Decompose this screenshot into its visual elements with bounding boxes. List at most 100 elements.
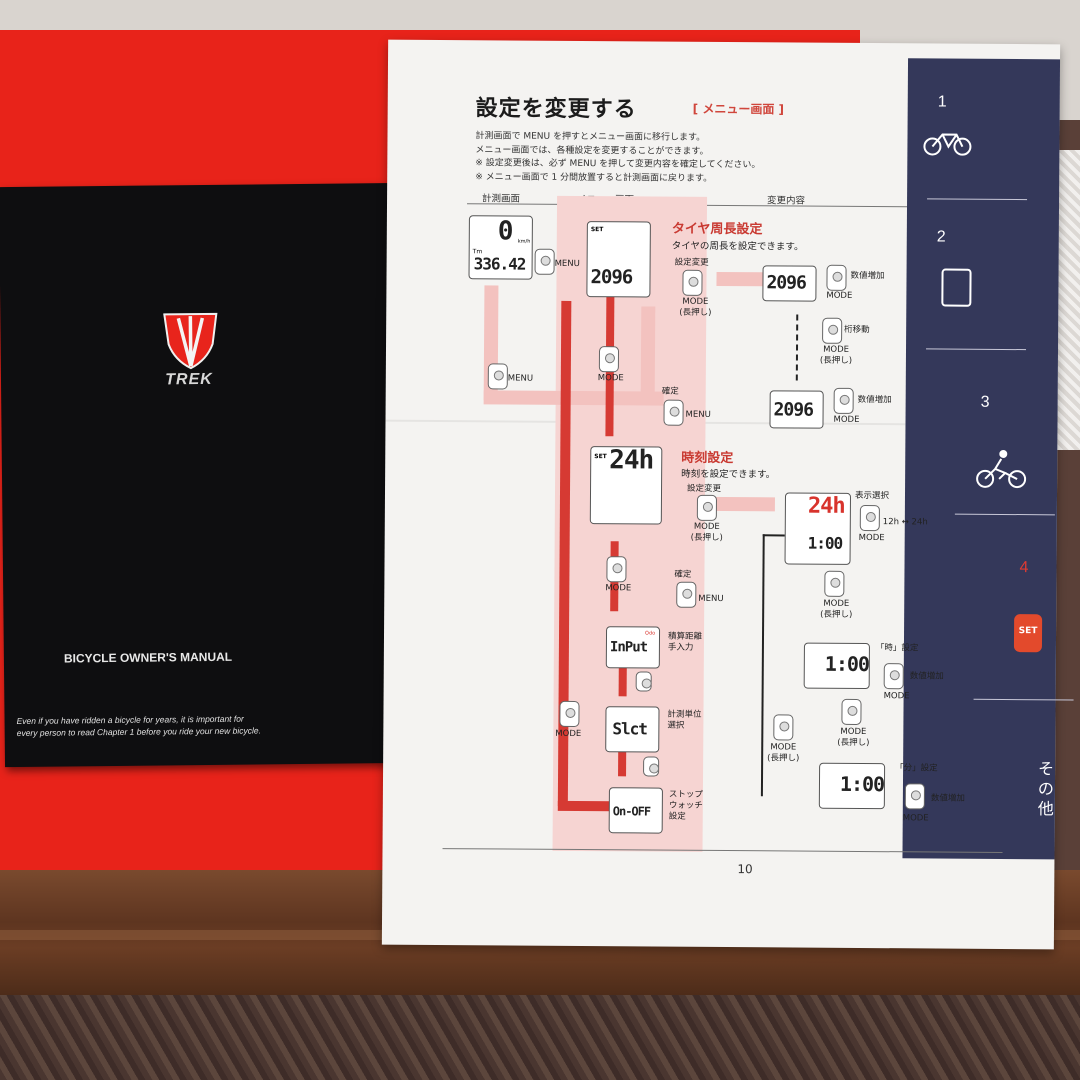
clock-change-label: 設定変更 (687, 483, 722, 495)
odo-lcd: Odo InPut (605, 626, 661, 669)
manual-title: BICYCLE OWNER'S MANUAL (63, 649, 233, 666)
tab-number-4: 4 (1019, 559, 1029, 577)
tire-change-label: 設定変更 (674, 257, 709, 268)
brown-fabric (0, 995, 1080, 1080)
tire-edit-value: 2096 (766, 272, 806, 294)
mode-button-icon (904, 783, 925, 810)
display-select-label: 表示選択 (854, 490, 890, 502)
format-toggle-label: 12h ↔ 24h (882, 517, 928, 528)
clock-section-desc: 時刻を設定できます。 (681, 468, 776, 481)
owners-manual-booklet: TREK BICYCLE OWNER'S MANUAL Even if you … (0, 182, 414, 768)
minute-value: 1:00 (839, 771, 885, 797)
return-flow-bottom (483, 390, 664, 406)
tab-divider (973, 698, 1074, 701)
unit-lcd: Slct (605, 706, 660, 753)
increase-label: 数値増加 (850, 270, 885, 282)
mode-button-icon (682, 269, 703, 296)
speed-unit: km/h (517, 238, 531, 245)
menu-button-icon (676, 581, 697, 608)
unit-label: 計測単位 選択 (667, 709, 702, 731)
increase-label: 数値増加 (857, 394, 892, 406)
confirm-label: 確定 (674, 569, 692, 580)
clock-menu-lcd: SET 24h (589, 445, 663, 525)
red-felt-cloth-lower (0, 760, 420, 890)
mode-long-press-label: MODE (長押し) (819, 344, 853, 366)
speed-digits: 0 (497, 216, 513, 247)
tire-confirm-value: 2096 (773, 399, 814, 421)
page-heading: 設定を変更する (475, 96, 637, 123)
mode-button-icon (643, 756, 660, 777)
mode-button-icon (826, 264, 847, 291)
clock-section-title: 時刻設定 (681, 450, 734, 467)
menu-label: MENU (554, 258, 580, 270)
instruction-sheet: 1 2 3 4 SET その他 設定を変更する [ メニュー画面 ] 計測画面で… (381, 39, 1074, 950)
tab-number-1: 1 (937, 93, 947, 111)
computer-unit-icon (941, 268, 972, 307)
set-button-icon: SET (1013, 614, 1043, 653)
mode-button-icon (559, 700, 580, 728)
set-label: SET (590, 226, 604, 234)
tab-side-text: その他 (1037, 759, 1055, 819)
mode-long-press-label: MODE (長押し) (837, 726, 870, 749)
hour-value: 1:00 (824, 651, 870, 677)
mode-label: MODE (555, 728, 582, 740)
tab-divider (926, 348, 1027, 351)
mode-button-icon (635, 671, 652, 692)
mode-button-icon (883, 663, 904, 690)
increase-label: 数値増加 (930, 793, 965, 804)
road-bike-icon (923, 133, 972, 156)
menu-label: MENU (507, 373, 534, 384)
tire-menu-lcd: SET 2096 (586, 221, 651, 298)
clock-value: 24h (609, 445, 654, 476)
intro-text: 計測画面で MENU を押すとメニュー画面に移行します。 メニュー画面では、各種… (475, 131, 761, 184)
mode-button-icon (598, 346, 620, 373)
clock-time-value: 1:00 (807, 533, 843, 553)
clock-return-line (760, 534, 785, 797)
odo-display: InPut (609, 639, 648, 656)
tab-divider (927, 198, 1028, 201)
chapter-tabs: 1 2 3 4 SET その他 (902, 58, 1074, 860)
tire-value: 2096 (590, 266, 633, 289)
cyclist-icon (976, 449, 1027, 489)
menu-button-icon (534, 248, 555, 275)
mode-label: MODE (883, 691, 910, 702)
mode-label: MODE (858, 532, 885, 544)
tire-change-arrow (716, 271, 767, 287)
mode-label: MODE (833, 414, 860, 425)
tire-edit-lcd: 2096 (762, 265, 817, 302)
tab-number-2: 2 (936, 228, 946, 246)
mode-label: MODE (826, 290, 853, 301)
odo-tag: Odo (645, 630, 656, 637)
digit-move-arrow (795, 314, 801, 381)
set-label: SET (594, 453, 607, 461)
mode-button-icon (606, 556, 627, 583)
page-number: 10 (737, 862, 753, 877)
return-flow-right (640, 306, 656, 402)
measure-screen-lcd: 0 km/h Tm 336.42 (468, 215, 533, 280)
menu-button-icon (663, 399, 684, 426)
menu-button-icon (487, 363, 508, 390)
mode-long-press-label: MODE (長押し) (690, 521, 723, 544)
mode-label: MODE (597, 373, 624, 384)
digit-move-label: 桁移動 (844, 324, 870, 336)
minute-setting-label: 「分」設定 (895, 763, 938, 774)
mode-button-icon (822, 317, 843, 344)
stopwatch-display: On-OFF (612, 804, 651, 819)
hour-setting-lcd: 1:00 (803, 642, 870, 690)
increase-label: 数値増加 (909, 671, 944, 682)
tab-number-3: 3 (980, 393, 990, 411)
menu-label: MENU (698, 593, 724, 605)
mode-button-icon (841, 698, 862, 725)
distance-digits: 336.42 (473, 254, 526, 274)
mode-long-press-label: MODE (長押し) (679, 296, 712, 318)
odo-label: 積算距離 手入力 (667, 631, 703, 653)
mode-button-icon (696, 494, 717, 521)
hour-setting-label: 「時」設定 (875, 643, 919, 654)
tire-section-title: タイヤ周長設定 (671, 221, 763, 238)
unit-display: Slct (612, 719, 647, 739)
clock-format-lcd: 24h 1:00 (784, 492, 852, 565)
menu-label: MENU (685, 409, 711, 420)
stopwatch-lcd: On-OFF (608, 787, 663, 834)
stopwatch-label: ストップ ウォッチ 設定 (668, 789, 703, 822)
trek-logo-icon (163, 312, 218, 370)
